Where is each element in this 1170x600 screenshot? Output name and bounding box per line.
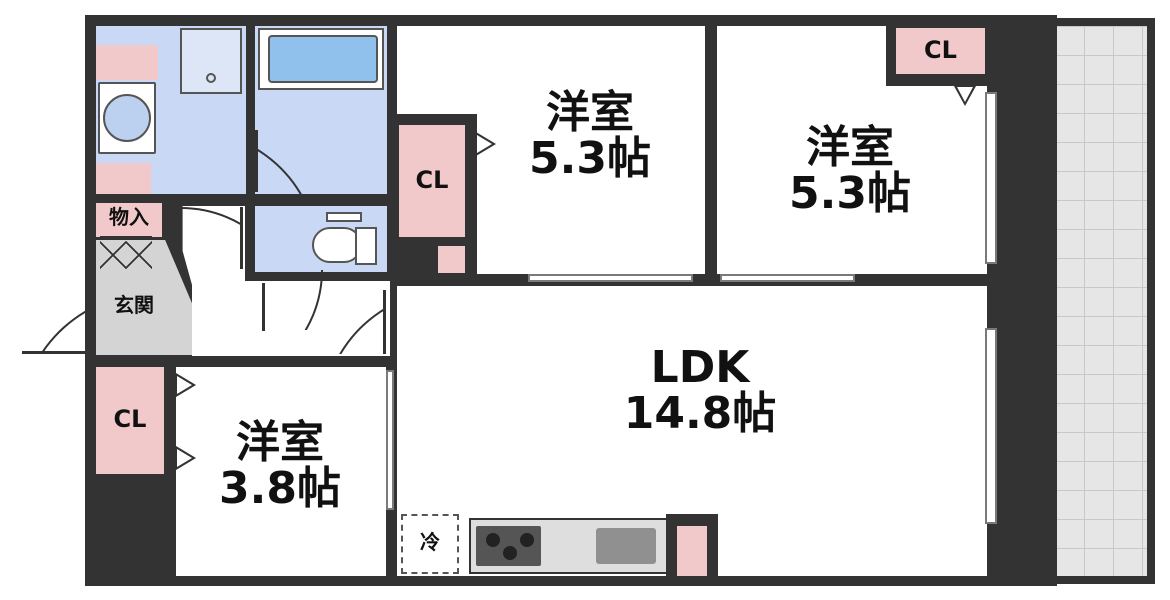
closet-center-small: [438, 246, 465, 273]
room-size: 3.8帖: [219, 463, 341, 515]
room-label-western-b: 洋室 5.3帖: [750, 122, 950, 220]
room-label-western-c: 洋室 3.8帖: [180, 417, 380, 515]
room-label-ldk: LDK 14.8帖: [580, 342, 820, 440]
room-label-western-a: 洋室 5.3帖: [490, 87, 690, 185]
closet-label-left: CL: [113, 405, 147, 433]
room-name: LDK: [650, 342, 750, 393]
sliding-door-room-c: [386, 370, 394, 510]
closet-center: [399, 125, 465, 237]
room-name: 洋室: [546, 87, 634, 138]
balcony-wall-right: [1147, 18, 1155, 583]
closet-top-right: [896, 28, 985, 74]
room-name: 洋室: [236, 417, 324, 468]
toilet-tank: [355, 227, 377, 265]
closet-center-door-mark-inner: [477, 135, 492, 153]
closet-label-center: CL: [415, 166, 449, 194]
room-name: 洋室: [806, 122, 894, 173]
closet-label-top-right: CL: [924, 36, 957, 64]
ldk-door-leaf: [383, 290, 386, 354]
entrance-label: 玄関: [114, 293, 154, 317]
room-size: 14.8帖: [623, 388, 777, 440]
room-size: 5.3帖: [529, 133, 651, 185]
sliding-door-room-a: [528, 274, 693, 282]
kitchen-sink: [596, 528, 656, 564]
western-room-c: [176, 367, 386, 576]
storage-door-mark: [100, 236, 152, 270]
burner-2: [503, 546, 517, 560]
washroom-shelf-bottom: [96, 163, 151, 194]
storage-closet: [96, 203, 162, 237]
balcony-wall-bottom: [1055, 576, 1155, 584]
sliding-door-room-b: [720, 274, 855, 282]
window-ldk: [985, 328, 997, 524]
washer-pan: [180, 28, 242, 94]
western-room-a-ext: [476, 114, 705, 274]
fridge-label: 冷: [420, 530, 440, 554]
burner-1: [486, 533, 500, 547]
storage-label: 物入: [109, 205, 149, 229]
burner-3: [520, 533, 534, 547]
fridge-space: [401, 514, 459, 574]
balcony-wall-top: [1055, 18, 1155, 26]
washroom-door-leaf: [240, 207, 243, 269]
closet-left: [96, 367, 164, 474]
toilet-door-leaf: [262, 283, 265, 331]
room-size: 5.3帖: [789, 168, 911, 220]
wash-basin-bowl: [103, 94, 151, 142]
bath-door-leaf: [255, 130, 258, 192]
closet-left-door-mark-1-inner: [177, 376, 192, 394]
kitchen-column-cl: [677, 526, 707, 576]
bathtub-basin: [268, 35, 378, 83]
entrance-door-leaf: [22, 351, 94, 354]
washroom-shelf-top: [96, 45, 158, 80]
washer-drain: [206, 73, 216, 83]
toilet-control: [326, 212, 362, 222]
closet-left-door-mark-2-inner: [177, 449, 192, 467]
window-room-b: [985, 92, 997, 264]
closet-tr-door-mark-inner: [957, 87, 973, 102]
